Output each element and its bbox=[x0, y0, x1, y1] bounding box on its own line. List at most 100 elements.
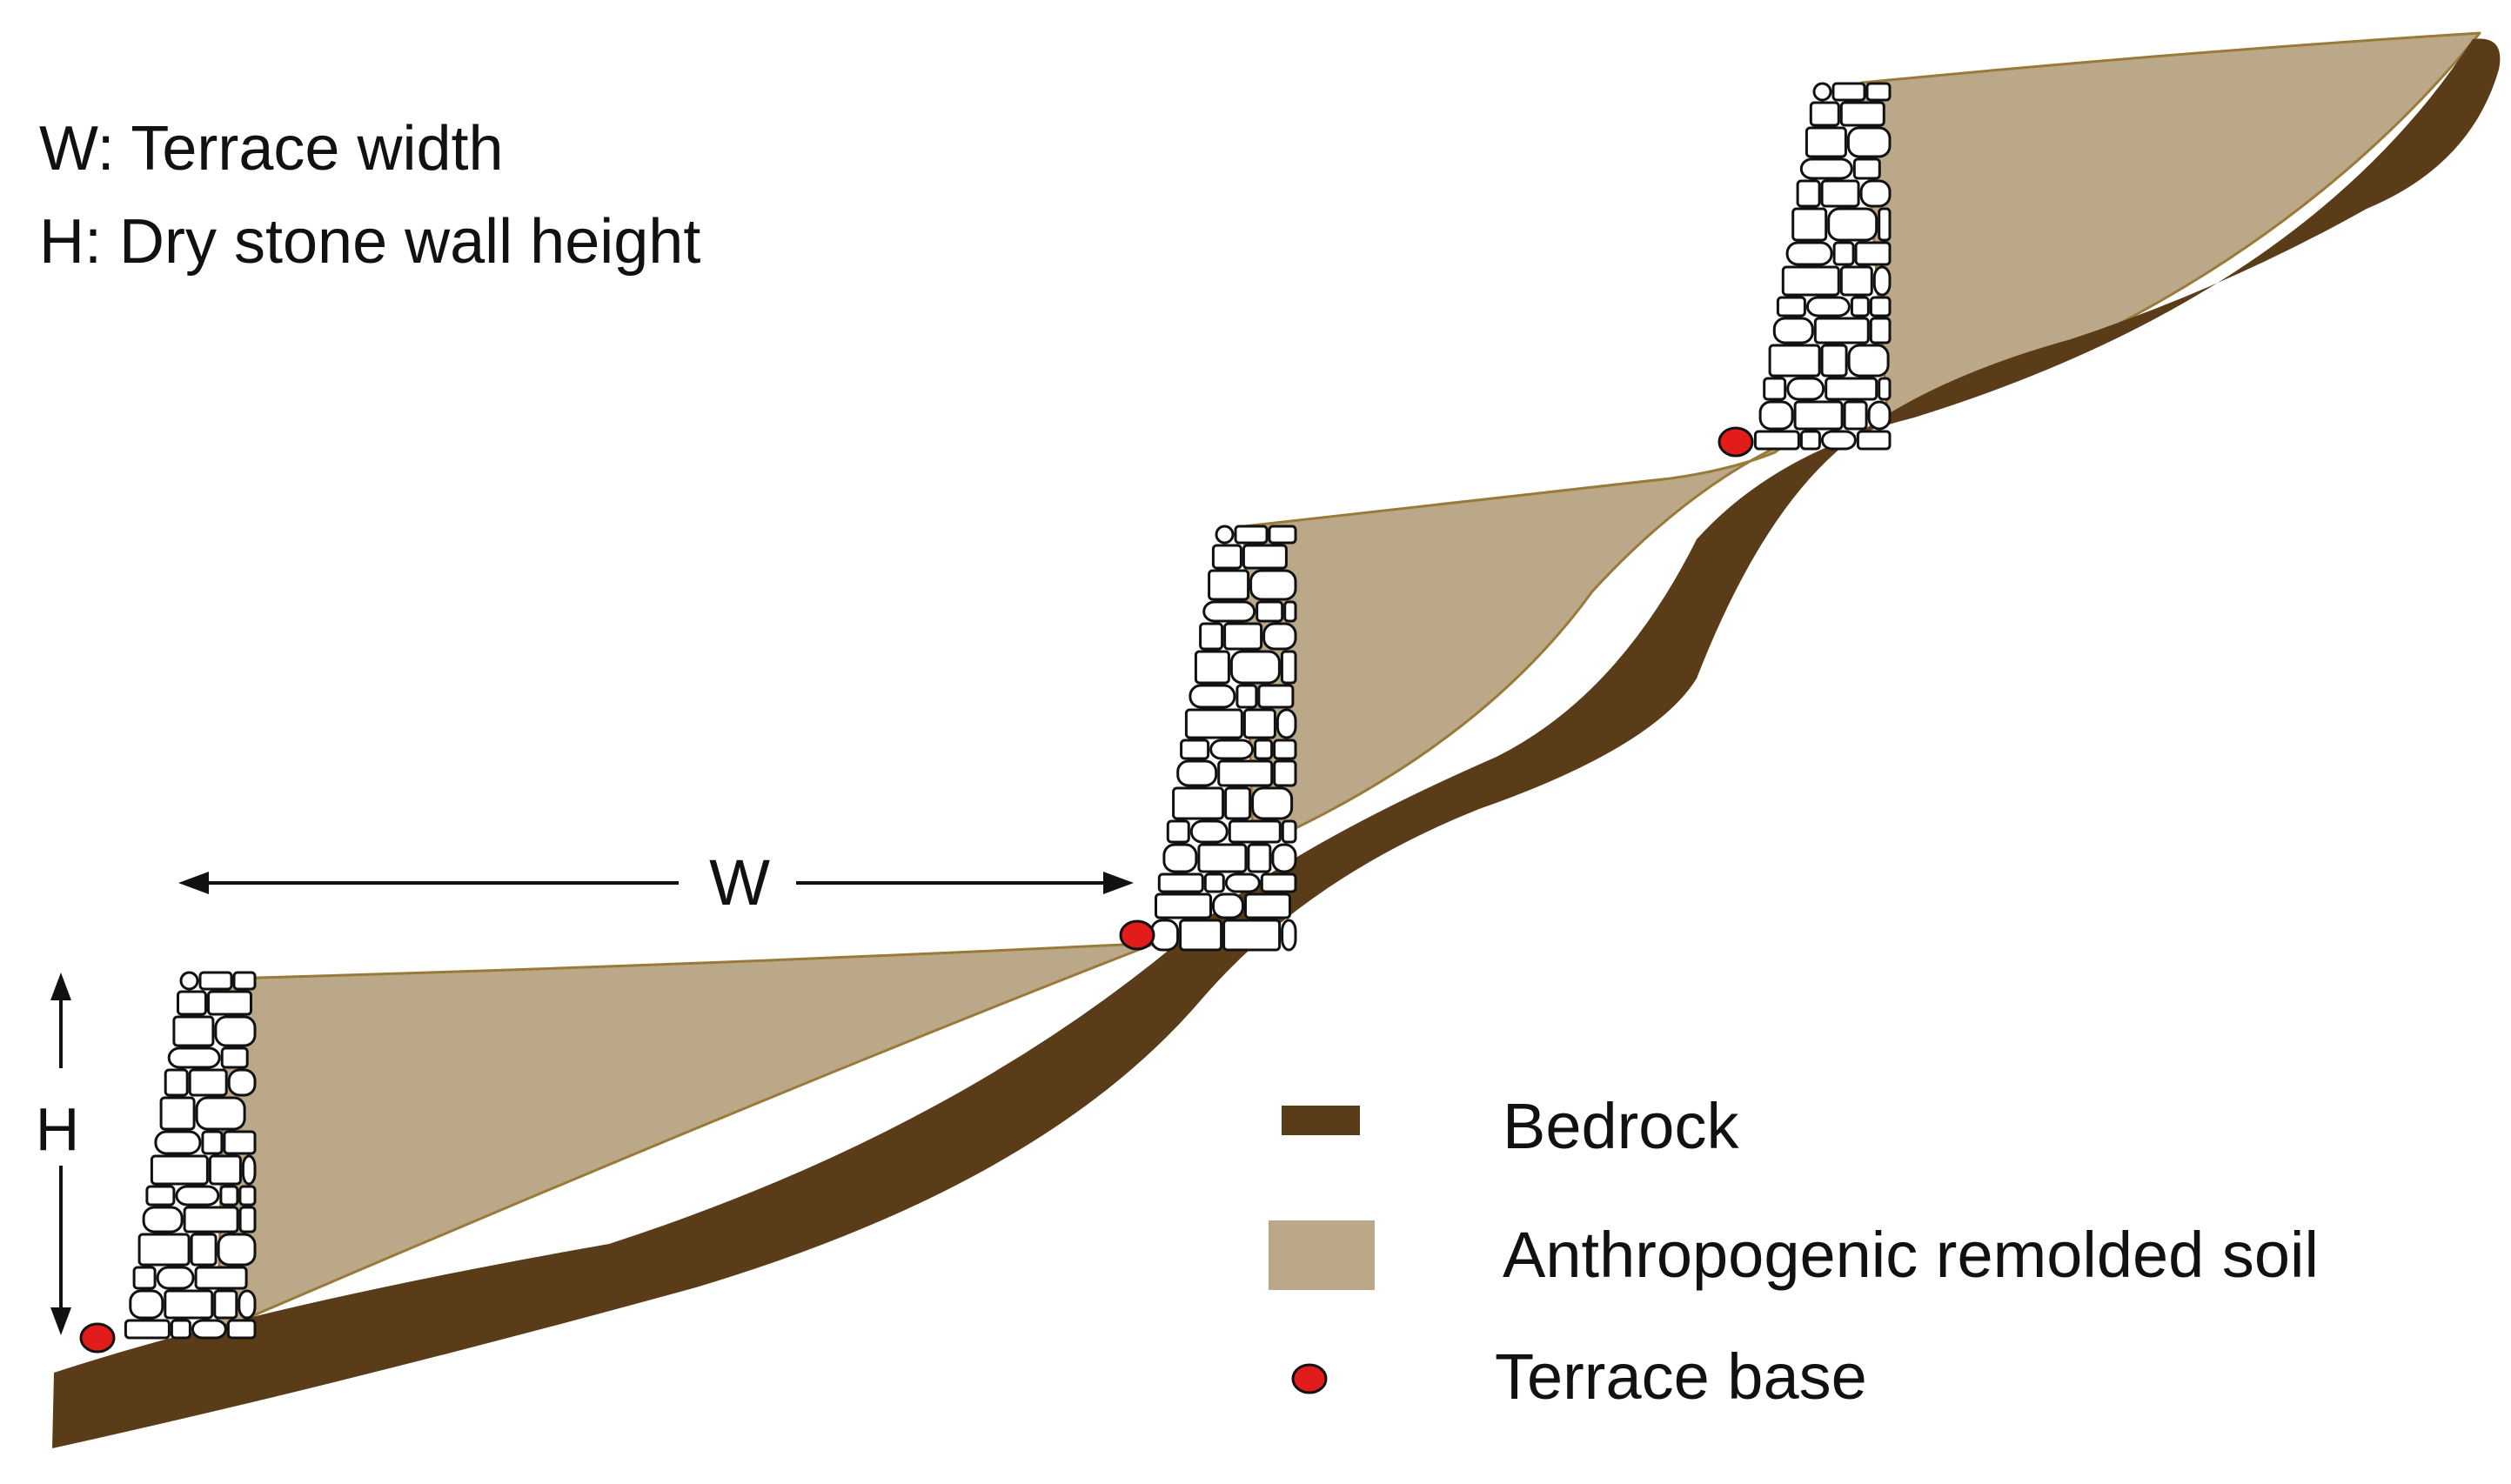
wall-middle-stone bbox=[1211, 544, 1242, 570]
wall-middle-stone bbox=[1222, 919, 1282, 952]
wall-lower-stone bbox=[177, 990, 207, 1016]
w-arrow-right-head bbox=[1103, 872, 1134, 894]
wall-middle-stone bbox=[1273, 739, 1297, 760]
wall-upper-stone bbox=[1878, 207, 1892, 242]
wall-lower-stone bbox=[164, 1068, 189, 1097]
wall-upper-stone bbox=[1832, 241, 1855, 266]
wall-upper-stone bbox=[1827, 207, 1878, 242]
dry-stone-wall-middle bbox=[1150, 525, 1297, 952]
terrace-base-dot-upper bbox=[1718, 426, 1754, 458]
wall-lower-stone bbox=[194, 1266, 248, 1290]
terrace-base-dot-middle bbox=[1119, 919, 1155, 951]
wall-middle-stone bbox=[1228, 819, 1282, 844]
wall-lower-stone bbox=[241, 1154, 257, 1186]
wall-middle-stone bbox=[1276, 708, 1297, 739]
definition-h: H: Dry stone wall height bbox=[39, 207, 700, 277]
wall-middle-stone bbox=[1247, 843, 1272, 873]
wall-upper-stone bbox=[1799, 430, 1821, 451]
legend-label-soil: Anthropogenic remolded soil bbox=[1503, 1219, 2319, 1291]
wall-upper-stone bbox=[1791, 207, 1828, 242]
wall-middle-stone bbox=[1215, 525, 1235, 545]
wall-lower-stone bbox=[217, 1233, 257, 1267]
wall-lower-stone bbox=[170, 1319, 191, 1340]
wall-upper-stone bbox=[1846, 126, 1892, 158]
wall-lower-stone bbox=[238, 1289, 257, 1320]
wall-middle-stone bbox=[1179, 919, 1223, 952]
wall-middle-stone bbox=[1199, 622, 1224, 651]
wall-middle-stone bbox=[1217, 759, 1274, 787]
bedrock-band bbox=[52, 38, 2501, 1448]
wall-middle-stone bbox=[1203, 872, 1225, 893]
wall-upper-stone bbox=[1869, 296, 1892, 318]
wall-lower-stone bbox=[238, 1206, 257, 1233]
wall-upper-stone bbox=[1872, 265, 1892, 297]
wall-upper-stone bbox=[1825, 377, 1878, 401]
wall-upper-stone bbox=[1878, 377, 1892, 401]
wall-middle-stone bbox=[1281, 919, 1297, 952]
wall-upper-stone bbox=[1847, 344, 1890, 378]
wall-middle-stone bbox=[1262, 622, 1297, 651]
wall-middle-stone bbox=[1271, 843, 1297, 873]
wall-upper-stone bbox=[1805, 296, 1851, 318]
wall-upper-stone bbox=[1839, 265, 1873, 297]
wall-middle-stone bbox=[1155, 892, 1212, 919]
wall-lower-stone bbox=[198, 971, 233, 991]
legend-label-base: Terrace base bbox=[1495, 1340, 1867, 1413]
wall-upper-stone bbox=[1854, 241, 1892, 266]
wall-middle-stone bbox=[1283, 600, 1297, 623]
wall-middle-stone bbox=[1224, 872, 1261, 893]
wall-lower-stone bbox=[195, 1096, 246, 1131]
wall-lower-stone bbox=[227, 1068, 257, 1097]
wall-lower-stone bbox=[232, 971, 257, 991]
legend-swatch-soil bbox=[1269, 1220, 1375, 1290]
wall-middle-stone bbox=[1254, 739, 1274, 760]
wall-middle-stone bbox=[1273, 759, 1297, 787]
terrace-width-arrow: W bbox=[178, 846, 1134, 919]
wall-upper-stone bbox=[1867, 400, 1892, 431]
wall-upper-stone bbox=[1805, 126, 1847, 158]
wall-middle-stone bbox=[1249, 569, 1297, 601]
wall-upper-stone bbox=[1793, 400, 1844, 431]
wall-middle-stone bbox=[1223, 622, 1263, 651]
legend-swatch-base bbox=[1291, 1363, 1328, 1394]
wall-lower-stone bbox=[145, 1185, 176, 1207]
soil-wedge-middle bbox=[1242, 438, 1794, 850]
wall-middle-stone bbox=[1180, 739, 1210, 760]
wall-middle-stone bbox=[1251, 786, 1294, 820]
wall-lower-stone bbox=[150, 1154, 209, 1186]
wall-upper-stone bbox=[1785, 241, 1833, 266]
legend-label-bedrock: Bedrock bbox=[1503, 1090, 1739, 1162]
wall-upper-stone bbox=[1820, 430, 1857, 451]
wall-lower-stone bbox=[214, 1015, 257, 1047]
wall-middle-stone bbox=[1184, 708, 1243, 739]
h-label: H bbox=[36, 1095, 80, 1163]
h-arrow-top-head bbox=[50, 973, 71, 1000]
wall-middle-stone bbox=[1162, 843, 1198, 873]
wall-upper-stone bbox=[1781, 265, 1840, 297]
wall-lower-stone bbox=[220, 1046, 249, 1069]
wall-lower-stone bbox=[159, 1096, 196, 1131]
wall-upper-stone bbox=[1812, 82, 1832, 102]
wall-height-arrow: H bbox=[36, 973, 80, 1335]
wall-upper-stone bbox=[1768, 344, 1821, 378]
wall-middle-stone bbox=[1197, 843, 1248, 873]
wall-upper-stone bbox=[1869, 317, 1892, 344]
wall-middle-stone bbox=[1208, 569, 1250, 601]
wall-upper-stone bbox=[1799, 157, 1853, 180]
wall-upper-stone bbox=[1786, 377, 1825, 401]
wall-upper-stone bbox=[1772, 317, 1814, 344]
wall-upper-stone bbox=[1856, 430, 1892, 451]
wall-lower-stone bbox=[223, 1130, 257, 1155]
wall-lower-stone bbox=[179, 971, 199, 991]
wall-upper-stone bbox=[1776, 296, 1806, 318]
w-label: W bbox=[709, 846, 770, 919]
wall-middle-stone bbox=[1150, 919, 1180, 952]
wall-middle-stone bbox=[1202, 600, 1256, 623]
wall-lower-stone bbox=[132, 1266, 157, 1290]
wall-lower-stone bbox=[137, 1233, 191, 1267]
wall-middle-stone bbox=[1172, 786, 1225, 820]
wall-lower-stone bbox=[188, 1068, 228, 1097]
wall-middle-stone bbox=[1235, 684, 1258, 709]
wall-lower-stone bbox=[156, 1266, 195, 1290]
